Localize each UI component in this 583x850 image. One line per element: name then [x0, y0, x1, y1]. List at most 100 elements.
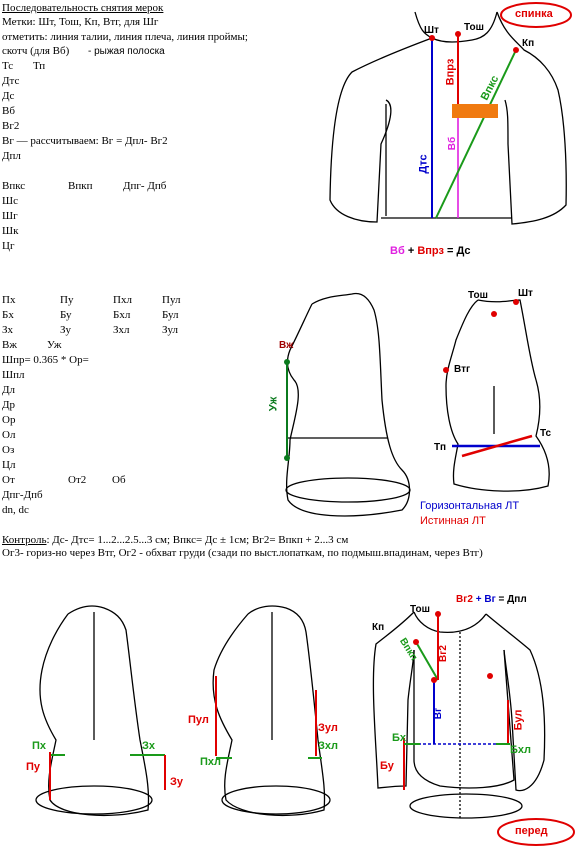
measure-ot: От [2, 474, 15, 486]
label-bkh: Бх [392, 732, 407, 744]
side-figure-outline [285, 292, 411, 517]
measure-vg2: Вг2 [2, 120, 20, 132]
mark-lines-line: отметить: линия талии, линия плеча, лини… [2, 31, 248, 43]
point-kp-front [413, 639, 419, 645]
formula-vprz: Впрз [417, 245, 444, 257]
vpkp-line [415, 641, 439, 681]
control-text: : Дс- Дтс= 1...2...2.5...3 см; Впкс= Дс … [46, 534, 349, 546]
control-label: Контроль [2, 534, 47, 546]
page-title: Последовательность снятия мерок [2, 2, 164, 14]
legend-horizontal: Горизонтальная ЛТ [420, 500, 520, 512]
measure-dr: Др [2, 399, 16, 411]
label-vg-vertical: Вг [433, 707, 445, 720]
table-cell: Зхл [113, 324, 130, 336]
label-vpks: Впкс [478, 73, 502, 103]
measure-ob: Об [112, 474, 126, 486]
badge-back: спинка [515, 8, 553, 20]
table-cell: Зх [2, 324, 14, 336]
point-tosh-front [435, 611, 441, 617]
measure-uzh: Уж [47, 339, 62, 351]
control-line: Контроль: Дс- Дтс= 1...2...2.5...3 см; В… [2, 534, 348, 546]
badge-front: перед [515, 825, 548, 837]
table-cell: Зул [162, 324, 179, 336]
label-zkh: Зх [142, 740, 156, 752]
point-kp [513, 47, 519, 53]
tape-note: - рыжая полоска [88, 46, 165, 57]
measure-shs: Шс [2, 195, 18, 207]
legend-true: Истинная ЛТ [420, 515, 486, 527]
table-cell: Бу [60, 309, 72, 321]
label-tosh: Тош [464, 22, 484, 33]
table-cell: Пх [2, 294, 16, 306]
measure-oz: Оз [2, 444, 15, 456]
measure-shpr: Шпр= 0.365 * Ор= [2, 354, 89, 366]
measure-dpl: Дпл [2, 150, 21, 162]
formula-plus-front: + [475, 594, 482, 605]
point-tosh-profile [491, 311, 497, 317]
measure-or: Ор [2, 414, 16, 426]
label-dts: Дтс [417, 154, 430, 174]
label-tc: Тс [540, 428, 552, 439]
measure-dn-dc: dn, dc [2, 504, 29, 516]
point-vtg [443, 367, 449, 373]
label-vzh: Вж [279, 340, 294, 351]
table-cell: Бхл [113, 309, 131, 321]
label-uzh: Уж [267, 396, 280, 412]
table-cell: Пхл [113, 294, 132, 306]
label-kp: Кп [522, 38, 535, 49]
label-vprz: Впрз [444, 58, 457, 86]
measure-dpg-dpb-2: Дпг-Дпб [2, 489, 43, 501]
formula-front: Вг2 + Вг = Дпл [456, 594, 527, 605]
formula-vg: Вг [484, 594, 496, 605]
measure-ol: Ол [2, 429, 16, 441]
label-tosh-profile: Тош [468, 290, 488, 301]
measure-vpkp: Впкп [68, 180, 93, 192]
label-zu: Зу [170, 776, 184, 788]
true-waist-line [461, 434, 533, 458]
tape-line: скотч (для Вб) [2, 45, 70, 57]
point-tosh [455, 31, 461, 37]
label-vpkp: Впкп [397, 636, 420, 663]
label-vb: Вб [447, 136, 459, 151]
measure-tp: Тп [33, 60, 46, 72]
measure-tc: Тс [2, 60, 14, 72]
table-cell: Пу [60, 294, 74, 306]
measure-tsg: Цг [2, 240, 15, 252]
hips1-figure-outline [35, 605, 153, 817]
measure-vpks: Впкс [2, 180, 26, 192]
measure-dl: Дл [2, 384, 15, 396]
measure-vzh: Вж [2, 339, 17, 351]
tape-strip [452, 104, 498, 118]
measure-shpl: Шпл [2, 369, 25, 381]
profile-figure-outline [445, 299, 550, 492]
label-pul: Пул [188, 714, 209, 726]
measure-vb: Вб [2, 105, 15, 117]
label-bul: Бул [512, 709, 525, 731]
label-zkhl: Зхл [318, 740, 338, 752]
table-cell: Пул [162, 294, 181, 306]
formula-eq: = Дс [447, 245, 471, 257]
point-sht-profile [513, 299, 519, 305]
point-bust-front [487, 673, 493, 679]
label-sht-profile: Шт [518, 288, 533, 299]
measure-shg: Шг [2, 210, 18, 222]
label-bkhl: Бхл [510, 744, 532, 756]
label-bu: Бу [380, 760, 394, 772]
measure-dpg-dpb: Дпг- Дпб [123, 180, 167, 192]
table-cell: Бх [2, 309, 14, 321]
label-vg2-vertical: Вг2 [437, 645, 449, 662]
measure-tsl: Цл [2, 459, 16, 471]
hips2-figure-outline [212, 605, 331, 817]
label-tosh-front: Тош [410, 604, 430, 615]
table-cell: Бул [162, 309, 179, 321]
table-cell: Зу [60, 324, 72, 336]
formula-plus: + [407, 245, 415, 257]
measure-ds: Дс [2, 90, 15, 102]
label-zul: Зул [318, 722, 338, 734]
label-tp: Тп [434, 442, 447, 453]
formula-eq-front: = Дпл [498, 594, 527, 605]
label-kp-front: Кп [372, 622, 385, 633]
measure-shk: Шк [2, 225, 19, 237]
label-pkh: Пх [32, 740, 47, 752]
